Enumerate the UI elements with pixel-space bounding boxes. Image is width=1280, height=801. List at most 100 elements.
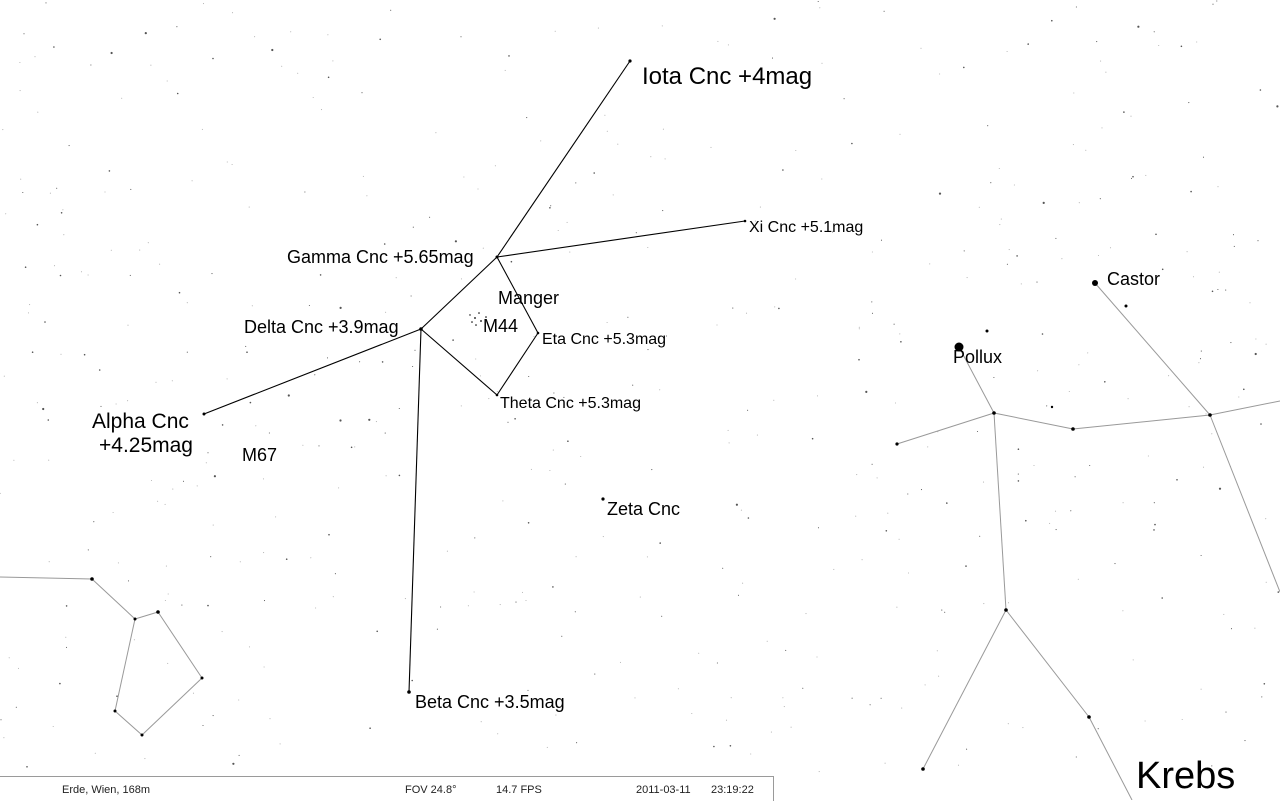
label-gamma-cnc: Gamma Cnc +5.65mag (287, 247, 474, 267)
faint-star (774, 306, 776, 308)
faint-star (819, 7, 821, 9)
faint-star (475, 358, 477, 360)
faint-star (747, 409, 749, 411)
faint-star (5, 213, 7, 215)
label-castor: Castor (1107, 269, 1161, 289)
status-bar: Erde, Wien, 168m FOV 24.8° 14.7 FPS 2011… (0, 776, 774, 801)
faint-star (319, 274, 322, 276)
faint-star (133, 639, 135, 641)
faint-star (1230, 342, 1232, 344)
faint-star (730, 697, 732, 699)
faint-star (1200, 554, 1202, 557)
faint-star (404, 598, 406, 600)
faint-star (647, 246, 649, 249)
faint-star (593, 172, 595, 174)
faint-star (564, 483, 566, 485)
faint-star (167, 593, 169, 595)
faint-star (1200, 350, 1202, 352)
faint-star (554, 30, 556, 32)
star-pollux[interactable] (954, 342, 964, 352)
star-zeta-cnc[interactable] (601, 497, 605, 501)
faint-star (557, 229, 559, 232)
faint-star (1225, 289, 1227, 291)
faint-star (802, 687, 804, 689)
status-location[interactable]: Erde, Wien, 168m (62, 784, 151, 796)
faint-star (100, 405, 102, 407)
faint-star (1261, 696, 1263, 698)
faint-star (1153, 502, 1155, 504)
faint-star (1180, 45, 1183, 48)
faint-star (1260, 423, 1262, 425)
faint-star (756, 434, 758, 436)
faint-star (865, 390, 868, 393)
faint-star (167, 662, 169, 664)
faint-star (627, 316, 629, 318)
faint-star (883, 10, 885, 12)
star-alpha-cnc[interactable] (202, 412, 206, 416)
faint-star (1200, 688, 1202, 690)
faint-star (885, 530, 888, 532)
faint-star (831, 231, 834, 233)
faint-star (795, 149, 797, 152)
faint-star (1259, 89, 1262, 91)
faint-star (477, 188, 479, 190)
faint-star (1075, 6, 1077, 8)
status-time[interactable]: 23:19:22 (711, 784, 754, 796)
faint-star (602, 536, 604, 538)
faint-star (773, 17, 776, 20)
faint-star (900, 341, 902, 343)
faint-star (375, 421, 377, 423)
faint-star (1075, 756, 1077, 758)
star-xi-cnc[interactable] (743, 219, 747, 223)
line-gamma-eta (496, 256, 539, 334)
star-delta-cnc[interactable] (419, 327, 423, 331)
faint-star (805, 613, 807, 615)
faint-star (957, 764, 960, 766)
faint-star (1254, 627, 1256, 629)
faint-star (1212, 3, 1214, 5)
m44-cluster-stars[interactable] (469, 312, 487, 326)
faint-star (1101, 127, 1103, 129)
faint-star (1051, 19, 1053, 22)
faint-star (249, 401, 252, 404)
star-eta-cnc[interactable] (536, 331, 540, 335)
faint-star (821, 178, 823, 180)
faint-star (871, 301, 873, 303)
faint-star (8, 657, 10, 659)
faint-star (514, 418, 516, 420)
faint-star (1000, 218, 1002, 220)
star-beta-cnc[interactable] (407, 690, 411, 694)
faint-star (1041, 333, 1044, 335)
star-castor[interactable] (1092, 280, 1098, 286)
faint-star (927, 446, 929, 448)
faint-star (871, 251, 873, 253)
status-date[interactable]: 2011-03-11 (636, 784, 691, 796)
faint-star (552, 586, 554, 588)
faint-star (281, 65, 283, 67)
faint-star (212, 57, 214, 60)
faint-star (887, 512, 889, 514)
faint-star (327, 76, 330, 79)
faint-star (737, 594, 740, 596)
star-gamma-cnc[interactable] (495, 255, 499, 259)
faint-star (384, 432, 386, 434)
faint-star (414, 349, 416, 351)
faint-star (1061, 258, 1063, 260)
faint-star (463, 176, 465, 178)
faint-star (778, 307, 780, 310)
faint-star (1037, 370, 1039, 372)
star-iota-cnc[interactable] (628, 59, 632, 63)
faint-star (515, 601, 517, 603)
faint-star (13, 459, 15, 461)
faint-star (435, 132, 437, 134)
faint-star (1127, 398, 1129, 400)
label-delta-cnc: Delta Cnc +3.9mag (244, 317, 399, 337)
faint-star (526, 117, 528, 119)
faint-star (1192, 276, 1195, 278)
faint-star (1254, 352, 1257, 356)
star-theta-cnc[interactable] (495, 393, 499, 397)
faint-star (1013, 184, 1015, 186)
faint-star (821, 62, 823, 64)
faint-star (1188, 102, 1190, 104)
